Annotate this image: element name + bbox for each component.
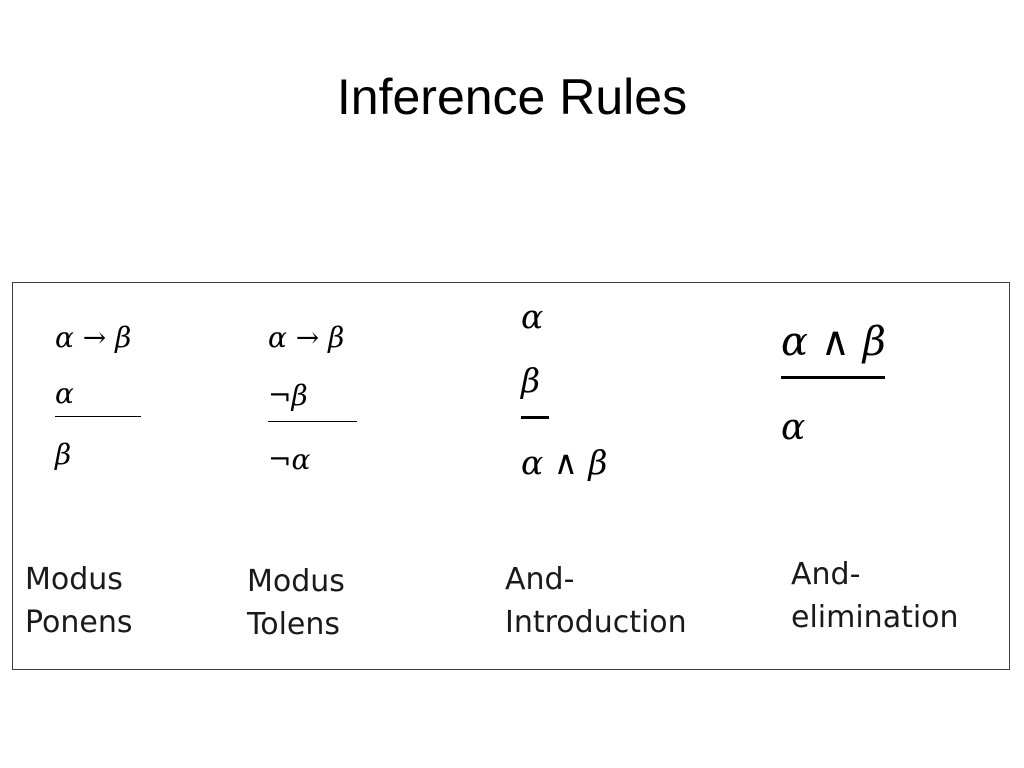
inference-rules-box: α → β α β Modus Ponens α → β ¬β ¬α Modus…	[12, 282, 1010, 670]
and-elimination-label: And- elimination	[791, 553, 959, 639]
modus-ponens-premise-1: α → β	[55, 321, 132, 354]
modus-tolens-label-line-2: Tolens	[247, 607, 341, 642]
and-introduction-premise-1: α	[521, 297, 544, 336]
slide-title: Inference Rules	[336, 69, 688, 125]
and-introduction-conclusion: α ∧ β	[521, 443, 608, 482]
and-elimination-label-line-2: elimination	[791, 600, 959, 635]
modus-tolens-label: Modus Tolens	[247, 560, 345, 646]
modus-tolens-label-line-1: Modus	[247, 564, 345, 599]
modus-tolens-inference-line	[268, 421, 357, 422]
and-introduction-premise-2: β	[521, 361, 541, 400]
and-elimination-inference-line	[781, 376, 885, 379]
modus-ponens-inference-line	[55, 416, 141, 417]
modus-tolens-premise-2: ¬β	[268, 379, 308, 412]
and-elimination-label-line-1: And-	[791, 557, 861, 592]
modus-ponens-label-line-2: Ponens	[25, 605, 133, 640]
modus-ponens-conclusion: β	[55, 438, 72, 471]
and-introduction-label: And- Introduction	[505, 558, 687, 644]
modus-tolens-premise-1: α → β	[268, 321, 345, 354]
modus-ponens-label: Modus Ponens	[25, 558, 133, 644]
and-elimination-premise: α ∧ β	[781, 319, 886, 365]
and-introduction-inference-line	[521, 416, 549, 419]
modus-ponens-label-line-1: Modus	[25, 562, 123, 597]
and-introduction-label-line-1: And-	[505, 562, 575, 597]
and-elimination-conclusion: α	[781, 407, 806, 448]
modus-ponens-premise-2: α	[55, 377, 74, 410]
and-introduction-label-line-2: Introduction	[505, 605, 687, 640]
modus-tolens-conclusion: ¬α	[268, 443, 311, 476]
